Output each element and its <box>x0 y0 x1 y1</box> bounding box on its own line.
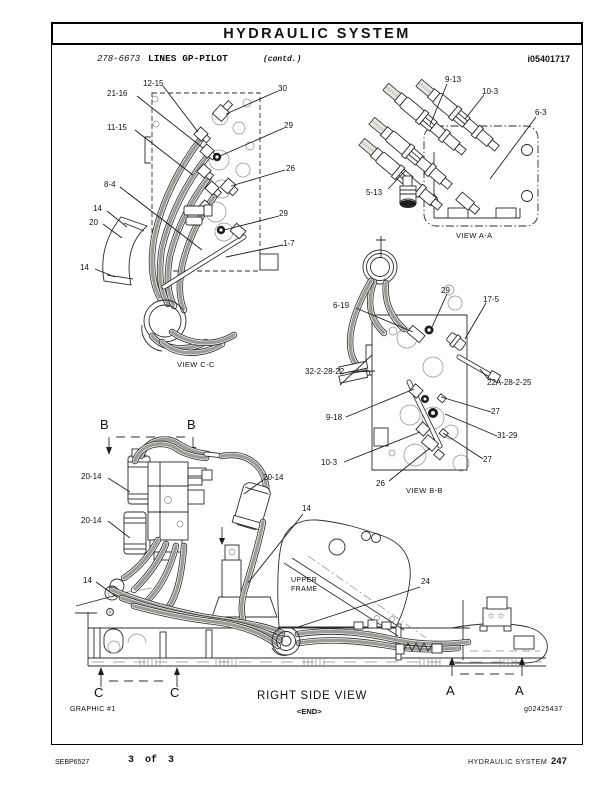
view-bb-label: VIEW B-B <box>406 486 443 495</box>
callout-6-3: 6-3 <box>535 108 547 117</box>
upper-frame-line2: FRAME <box>291 586 318 593</box>
callout-20: 20 <box>89 218 98 227</box>
callout-11-15: 11-15 <box>107 123 127 132</box>
callout-9-13: 9-13 <box>445 75 462 84</box>
callout-14-c: 14 <box>83 576 92 585</box>
callout-12-15: 12-15 <box>143 79 164 88</box>
view-aa-drawing <box>355 75 539 227</box>
part-number: 278-6673 <box>97 54 141 64</box>
upper-frame-line1: UPPER <box>291 577 318 584</box>
callout-29-c: 29 <box>441 286 450 295</box>
callout-27-a: 27 <box>491 407 500 416</box>
view-cc-drawing <box>94 85 286 353</box>
callout-9-18: 9-18 <box>326 413 343 422</box>
media-id: i05401717 <box>527 54 570 64</box>
footer-doc-code: SEBP6527 <box>55 759 90 766</box>
callout-29-a: 29 <box>284 121 293 130</box>
callout-14-d: 14 <box>302 504 311 513</box>
callout-1-7: 1-7 <box>283 239 295 248</box>
graphic-id: g02425437 <box>524 706 563 713</box>
callout-22a-28-2-25: 22A-28-2-25 <box>487 378 532 387</box>
footer-page-number: 247 <box>551 756 567 767</box>
callout-27-b: 27 <box>483 455 492 464</box>
right-side-view-drawing <box>75 437 548 687</box>
contd-tag: (contd.) <box>263 55 302 64</box>
view-cc-label: VIEW C-C <box>177 360 215 369</box>
view-aa-label: VIEW A-A <box>456 231 493 240</box>
callout-10-3: 10-3 <box>482 87 499 96</box>
upper-frame-label: UPPER FRAME <box>291 576 318 594</box>
callout-26-b: 26 <box>376 479 385 488</box>
section-marker-a1: A <box>446 683 455 698</box>
callout-6-19: 6-19 <box>333 301 350 310</box>
subheader: 278-6673 LINES GP-PILOT (contd.) i054017… <box>0 53 612 68</box>
callout-31-29: 31-29 <box>497 431 518 440</box>
callout-8-4: 8-4 <box>104 180 116 189</box>
callout-20-14-b: 20-14 <box>263 473 284 482</box>
header-bar: HYDRAULIC SYSTEM <box>51 22 583 45</box>
view-bb-drawing <box>338 236 502 482</box>
callout-17-5: 17-5 <box>483 295 500 304</box>
section-marker-c1: C <box>94 685 104 700</box>
callout-20-14-c: 20-14 <box>81 516 102 525</box>
callout-32-2-28-22: 32-2-28-22 <box>305 367 345 376</box>
page-title: HYDRAULIC SYSTEM <box>223 25 411 42</box>
section-title: LINES GP-PILOT <box>148 53 228 64</box>
section-marker-c2: C <box>170 685 180 700</box>
footer-page-info: 3 of 3 <box>128 755 175 766</box>
section-marker-b1: B <box>100 417 109 432</box>
callout-30: 30 <box>278 84 287 93</box>
graphic-label: GRAPHIC #1 <box>70 706 116 713</box>
right-side-view-label: RIGHT SIDE VIEW <box>257 690 368 702</box>
footer-section: HYDRAULIC SYSTEM <box>468 759 548 766</box>
section-marker-a2: A <box>515 683 524 698</box>
callout-20-14-a: 20-14 <box>81 472 102 481</box>
callout-26: 26 <box>286 164 295 173</box>
callout-14-b: 14 <box>80 263 89 272</box>
callout-14-a: 14 <box>93 204 102 213</box>
end-marker: <END> <box>297 707 322 716</box>
callout-5-13: 5-13 <box>366 188 383 197</box>
callout-10-3-b: 10-3 <box>321 458 338 467</box>
callout-29-b: 29 <box>279 209 288 218</box>
section-marker-b2: B <box>187 417 196 432</box>
callout-24: 24 <box>421 577 430 586</box>
callout-21-16: 21-16 <box>107 89 128 98</box>
